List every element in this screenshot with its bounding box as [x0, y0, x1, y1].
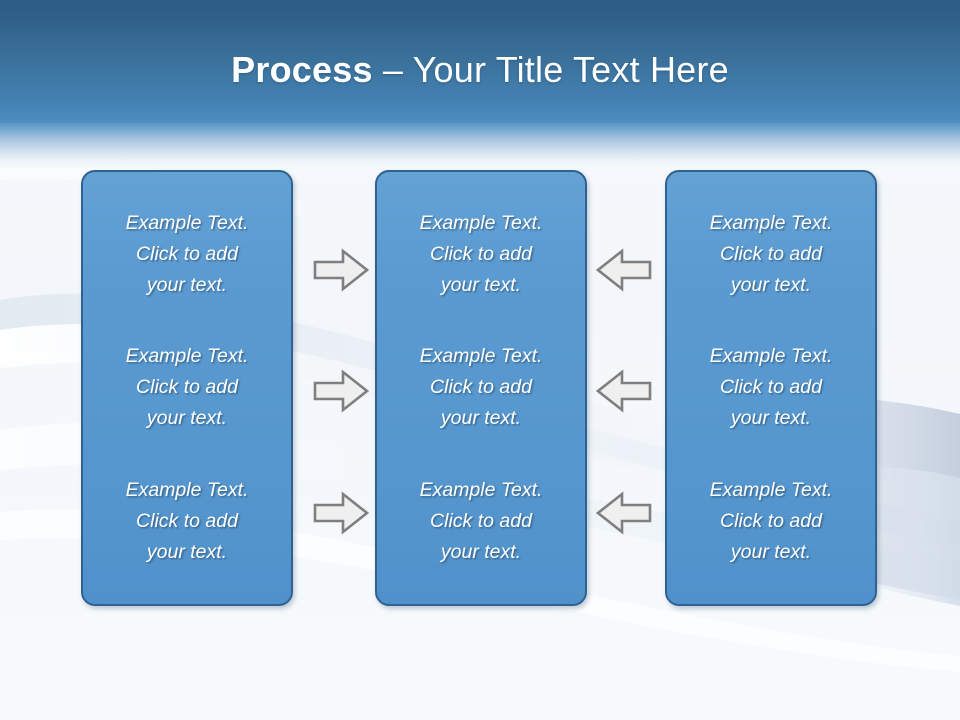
arrow-right-icon[interactable] [313, 368, 369, 414]
process-column-right[interactable]: Example Text. Click to add your text. Ex… [665, 170, 877, 606]
process-cell-text[interactable]: Example Text. Click to add your text. [419, 212, 543, 297]
process-cell-text[interactable]: Example Text. Click to add your text. [709, 212, 833, 297]
process-cell-text[interactable]: Example Text. Click to add your text. [125, 345, 249, 430]
arrow-right-icon[interactable] [313, 247, 369, 293]
process-cell-text[interactable]: Example Text. Click to add your text. [709, 478, 833, 563]
process-column-left[interactable]: Example Text. Click to add your text. Ex… [81, 170, 293, 606]
arrow-right-icon[interactable] [313, 490, 369, 536]
process-cell-text[interactable]: Example Text. Click to add your text. [125, 478, 249, 563]
arrow-left-icon[interactable] [596, 490, 652, 536]
page-title-bold: Process [231, 49, 373, 90]
header-gradient-band [0, 0, 960, 168]
page-title-rest: – Your Title Text Here [372, 49, 729, 90]
page-title: Process – Your Title Text Here [0, 48, 960, 92]
process-column-middle[interactable]: Example Text. Click to add your text. Ex… [375, 170, 587, 606]
process-cell-text[interactable]: Example Text. Click to add your text. [709, 345, 833, 430]
header-divider [0, 122, 960, 125]
process-cell-text[interactable]: Example Text. Click to add your text. [125, 212, 249, 297]
arrow-left-icon[interactable] [596, 368, 652, 414]
process-cell-text[interactable]: Example Text. Click to add your text. [419, 478, 543, 563]
process-cell-text[interactable]: Example Text. Click to add your text. [419, 345, 543, 430]
arrow-left-icon[interactable] [596, 247, 652, 293]
